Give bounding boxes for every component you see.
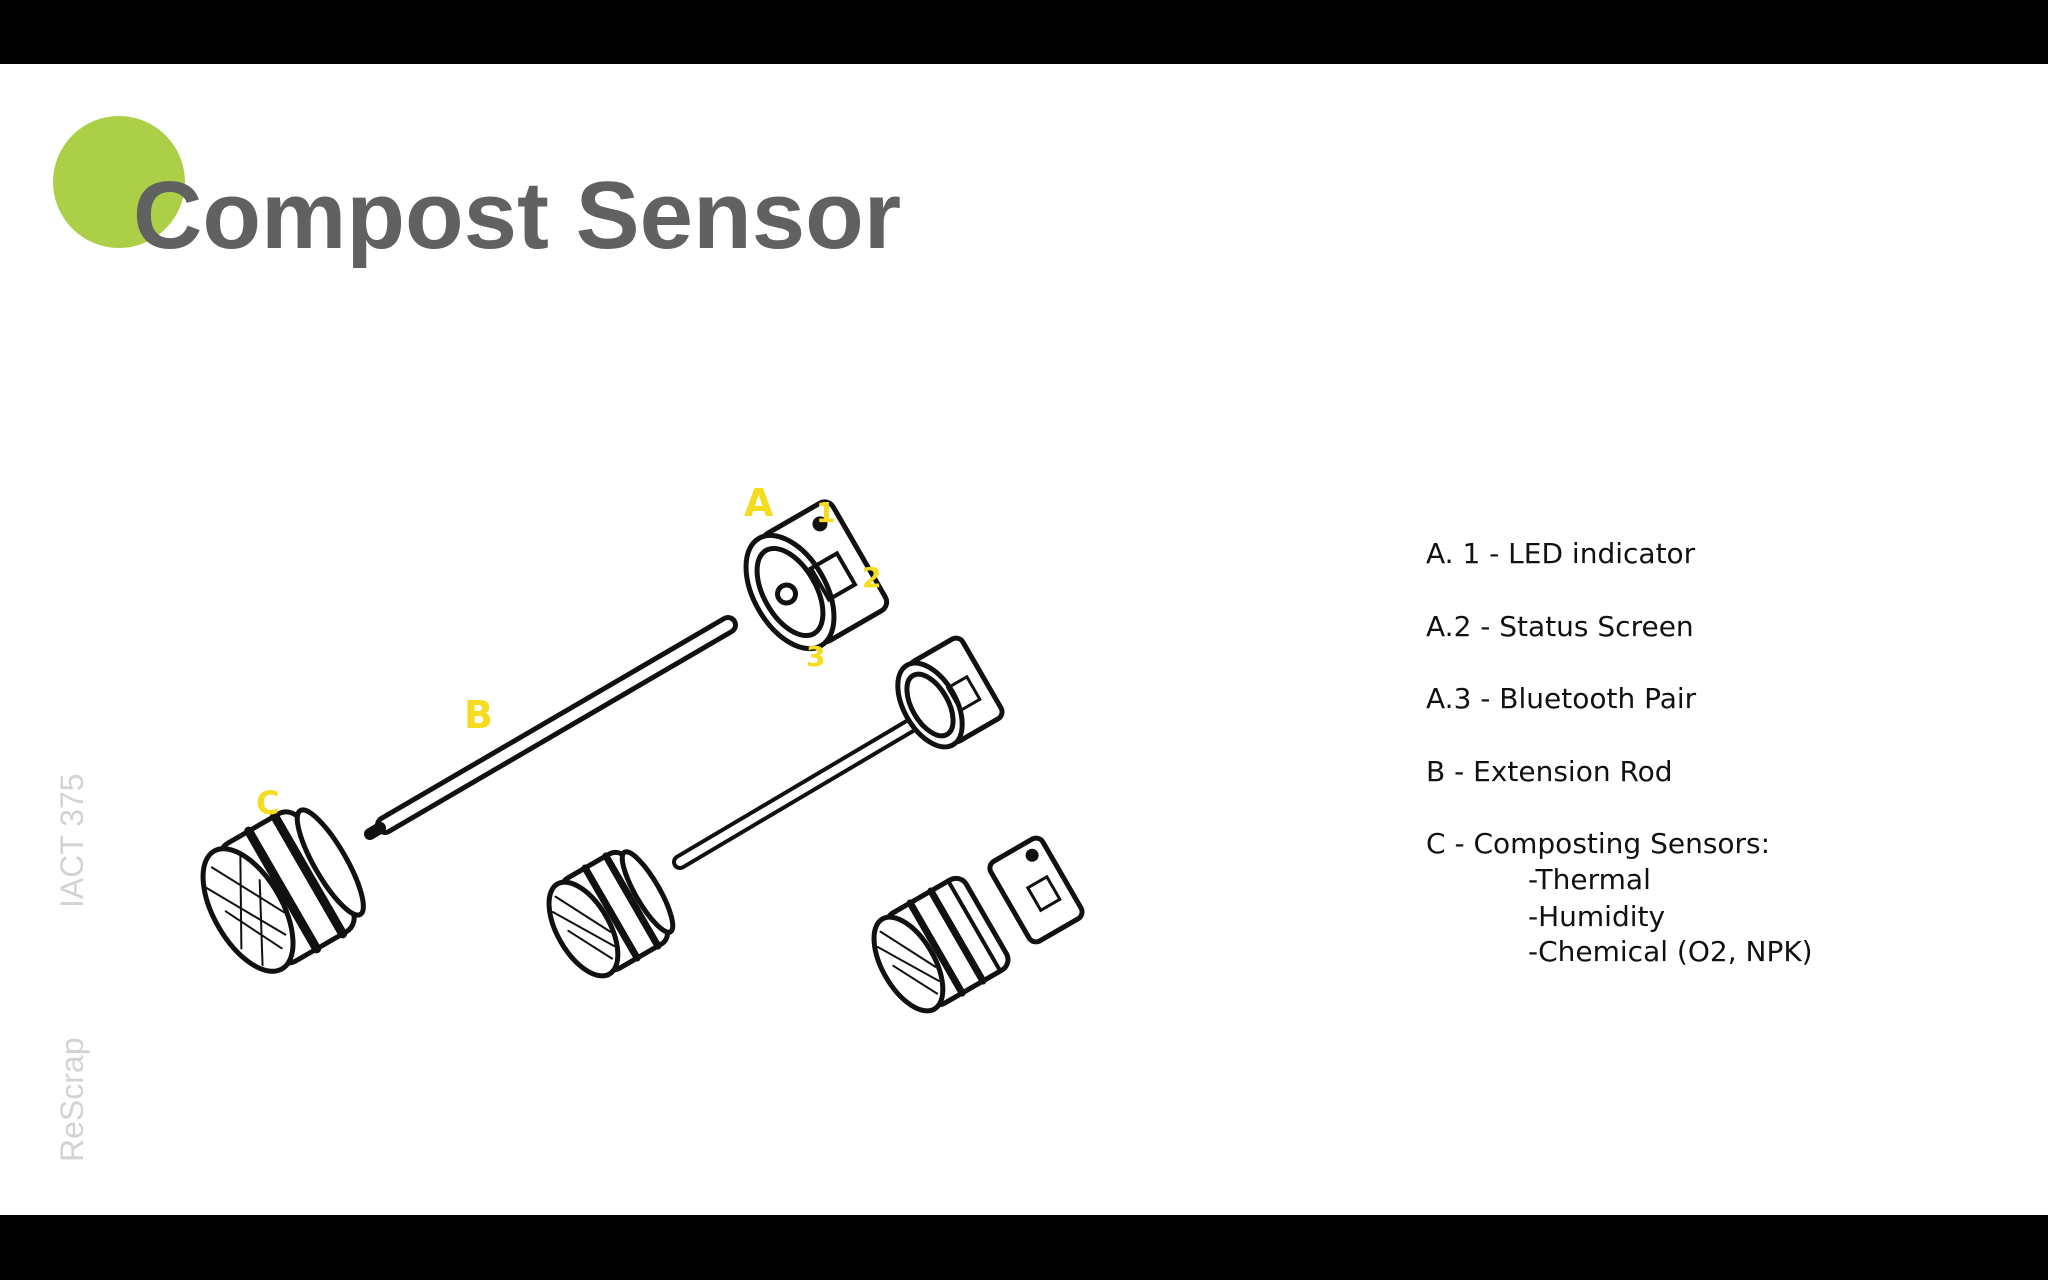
- accent-circle: [53, 116, 185, 248]
- label-b: B: [464, 693, 493, 737]
- legend-extension-rod: B - Extension Rod: [1426, 755, 1673, 788]
- legend-status-screen: A.2 - Status Screen: [1426, 610, 1694, 643]
- legend-composting-sensors: C - Composting Sensors:: [1426, 827, 1771, 860]
- legend-sensor-thermal: -Thermal: [1528, 863, 1651, 896]
- legend-sensor-humidity: -Humidity: [1528, 900, 1666, 933]
- label-a: A: [744, 481, 774, 525]
- label-c: C: [256, 784, 279, 822]
- bottom-letterbox-bar: [0, 1215, 2048, 1280]
- slide-title: Compost Sensor: [133, 162, 902, 269]
- sensor-head: [743, 499, 890, 652]
- assembled-sensor-short: [871, 835, 1085, 1014]
- legend-sensor-chemical: -Chemical (O2, NPK): [1528, 935, 1813, 968]
- top-letterbox-bar: [0, 0, 2048, 64]
- legend-led: A. 1 - LED indicator: [1426, 537, 1696, 570]
- sensor-cap: [200, 807, 366, 974]
- extension-rod: [364, 615, 738, 840]
- assembled-sensor-long: [546, 635, 1005, 979]
- label-3: 3: [806, 640, 825, 673]
- legend-bluetooth: A.3 - Bluetooth Pair: [1426, 682, 1697, 715]
- label-2: 2: [862, 561, 881, 594]
- label-1: 1: [816, 496, 835, 529]
